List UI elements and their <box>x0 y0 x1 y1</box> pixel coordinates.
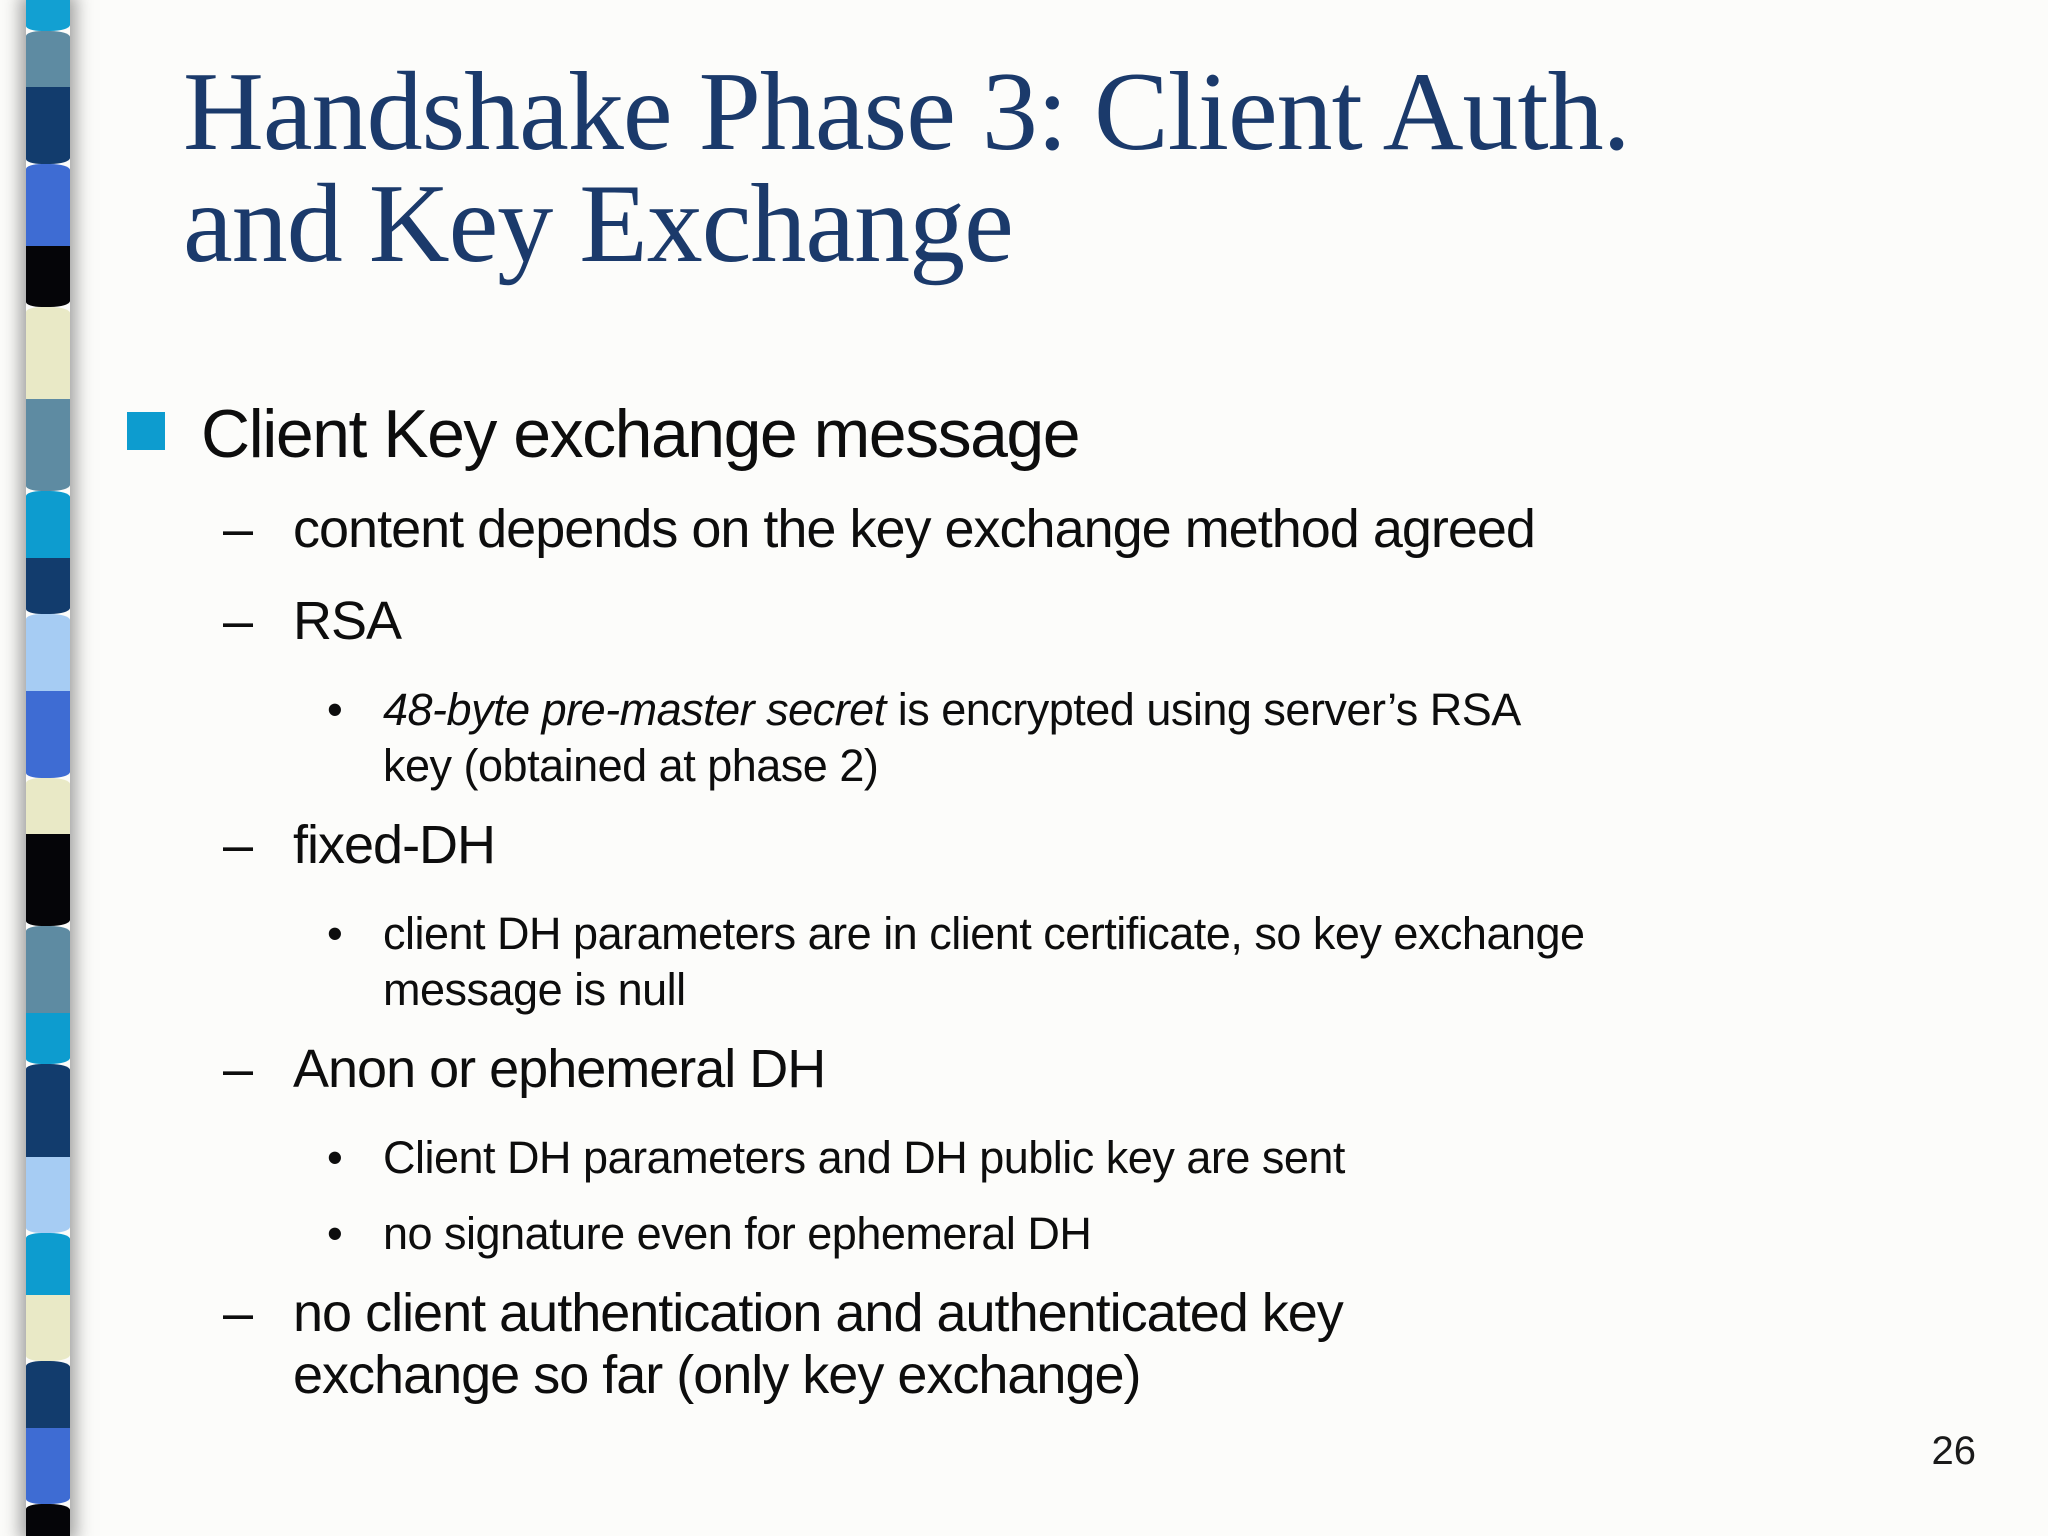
bullet-text: RSA <box>293 590 2007 652</box>
bullet-text: fixed-DH <box>293 814 2007 876</box>
text-line: no client authentication and authenticat… <box>293 1283 1344 1343</box>
dash-marker: – <box>223 499 253 559</box>
text-line: is encrypted using server’s RSA <box>885 684 1522 735</box>
text-line: exchange so far (only key exchange) <box>293 1345 1142 1405</box>
text-line: Client DH parameters and DH public key a… <box>383 1132 1345 1183</box>
stripe-segment <box>26 491 70 558</box>
text-line: key (obtained at phase 2) <box>383 740 879 791</box>
dot-marker: • <box>327 908 343 959</box>
stripe-segment <box>26 1013 70 1064</box>
stripe-segment <box>26 1064 70 1157</box>
bullet-item-level3: • no signature even for ephemeral DH <box>127 1206 2007 1262</box>
title-line-2: and Key Exchange <box>183 162 1014 286</box>
text-line: RSA <box>293 591 402 651</box>
stripe-segment <box>26 164 70 246</box>
bullet-item-level2: – Anon or ephemeral DH <box>127 1038 2007 1100</box>
bullet-item-level2: – RSA <box>127 590 2007 652</box>
bullet-text: content depends on the key exchange meth… <box>293 498 2007 560</box>
square-bullet-icon <box>127 412 165 450</box>
stripe-segment <box>26 1504 70 1536</box>
text-line-italic: 48-byte pre-master secret <box>383 684 886 735</box>
stripe-segment <box>26 778 70 834</box>
bullet-text: 48-byte pre-master secret is encrypted u… <box>383 682 2007 794</box>
slide-title: Handshake Phase 3: Client Auth.and Key E… <box>183 56 2003 280</box>
dash-marker: – <box>223 591 253 651</box>
bullet-text: Anon or ephemeral DH <box>293 1038 2007 1100</box>
dash-marker: – <box>223 1283 253 1343</box>
bullet-item-level3: • client DH parameters are in client cer… <box>127 906 2007 1018</box>
stripe-segment <box>26 307 70 399</box>
bullet-text: no client authentication and authenticat… <box>293 1282 2007 1406</box>
bullet-item-level3: • Client DH parameters and DH public key… <box>127 1130 2007 1186</box>
dot-marker: • <box>327 684 343 735</box>
stripe-segment <box>26 926 70 1013</box>
bullet-heading-text: Client Key exchange message <box>201 396 1081 472</box>
stripe-segment <box>26 1361 70 1428</box>
stripe-segment <box>26 0 70 31</box>
text-line: fixed-DH <box>293 815 496 875</box>
text-line: Anon or ephemeral DH <box>293 1039 826 1099</box>
stripe-segment <box>26 31 70 87</box>
bullet-item-level3: • 48-byte pre-master secret is encrypted… <box>127 682 2007 794</box>
text-line: no signature even for ephemeral DH <box>383 1208 1092 1259</box>
stripe-segment <box>26 87 70 164</box>
text-line: client DH parameters are in client certi… <box>383 908 1585 959</box>
stripe-segment <box>26 1295 70 1361</box>
bullet-text: Client DH parameters and DH public key a… <box>383 1130 2007 1186</box>
stripe-segment <box>26 834 70 926</box>
dash-marker: – <box>223 815 253 875</box>
stripe-segment <box>26 691 70 778</box>
stripe-segment <box>26 1233 70 1295</box>
bullet-text: no signature even for ephemeral DH <box>383 1206 2007 1262</box>
stripe-segment <box>26 246 70 307</box>
dot-marker: • <box>327 1132 343 1183</box>
stripe-segment <box>26 399 70 491</box>
text-line: content depends on the key exchange meth… <box>293 499 1536 559</box>
title-line-1: Handshake Phase 3: Client Auth. <box>183 50 1631 174</box>
bullet-text: client DH parameters are in client certi… <box>383 906 2007 1018</box>
page-number: 26 <box>1931 1429 1977 1473</box>
text-line: message is null <box>383 964 686 1015</box>
stripe-segment <box>26 1157 70 1233</box>
bullet-item-level1: Client Key exchange message <box>127 396 2007 472</box>
slide-body: Client Key exchange message – content de… <box>127 396 2007 1436</box>
bullet-item-level2: – no client authentication and authentic… <box>127 1282 2007 1406</box>
dash-marker: – <box>223 1039 253 1099</box>
stripe-segment <box>26 558 70 614</box>
stripe-segment <box>26 614 70 691</box>
stripe-segment <box>26 1428 70 1504</box>
bullet-item-level2: – content depends on the key exchange me… <box>127 498 2007 560</box>
dot-marker: • <box>327 1208 343 1259</box>
bullet-item-level2: – fixed-DH <box>127 814 2007 876</box>
decorative-stripe <box>26 0 70 1536</box>
